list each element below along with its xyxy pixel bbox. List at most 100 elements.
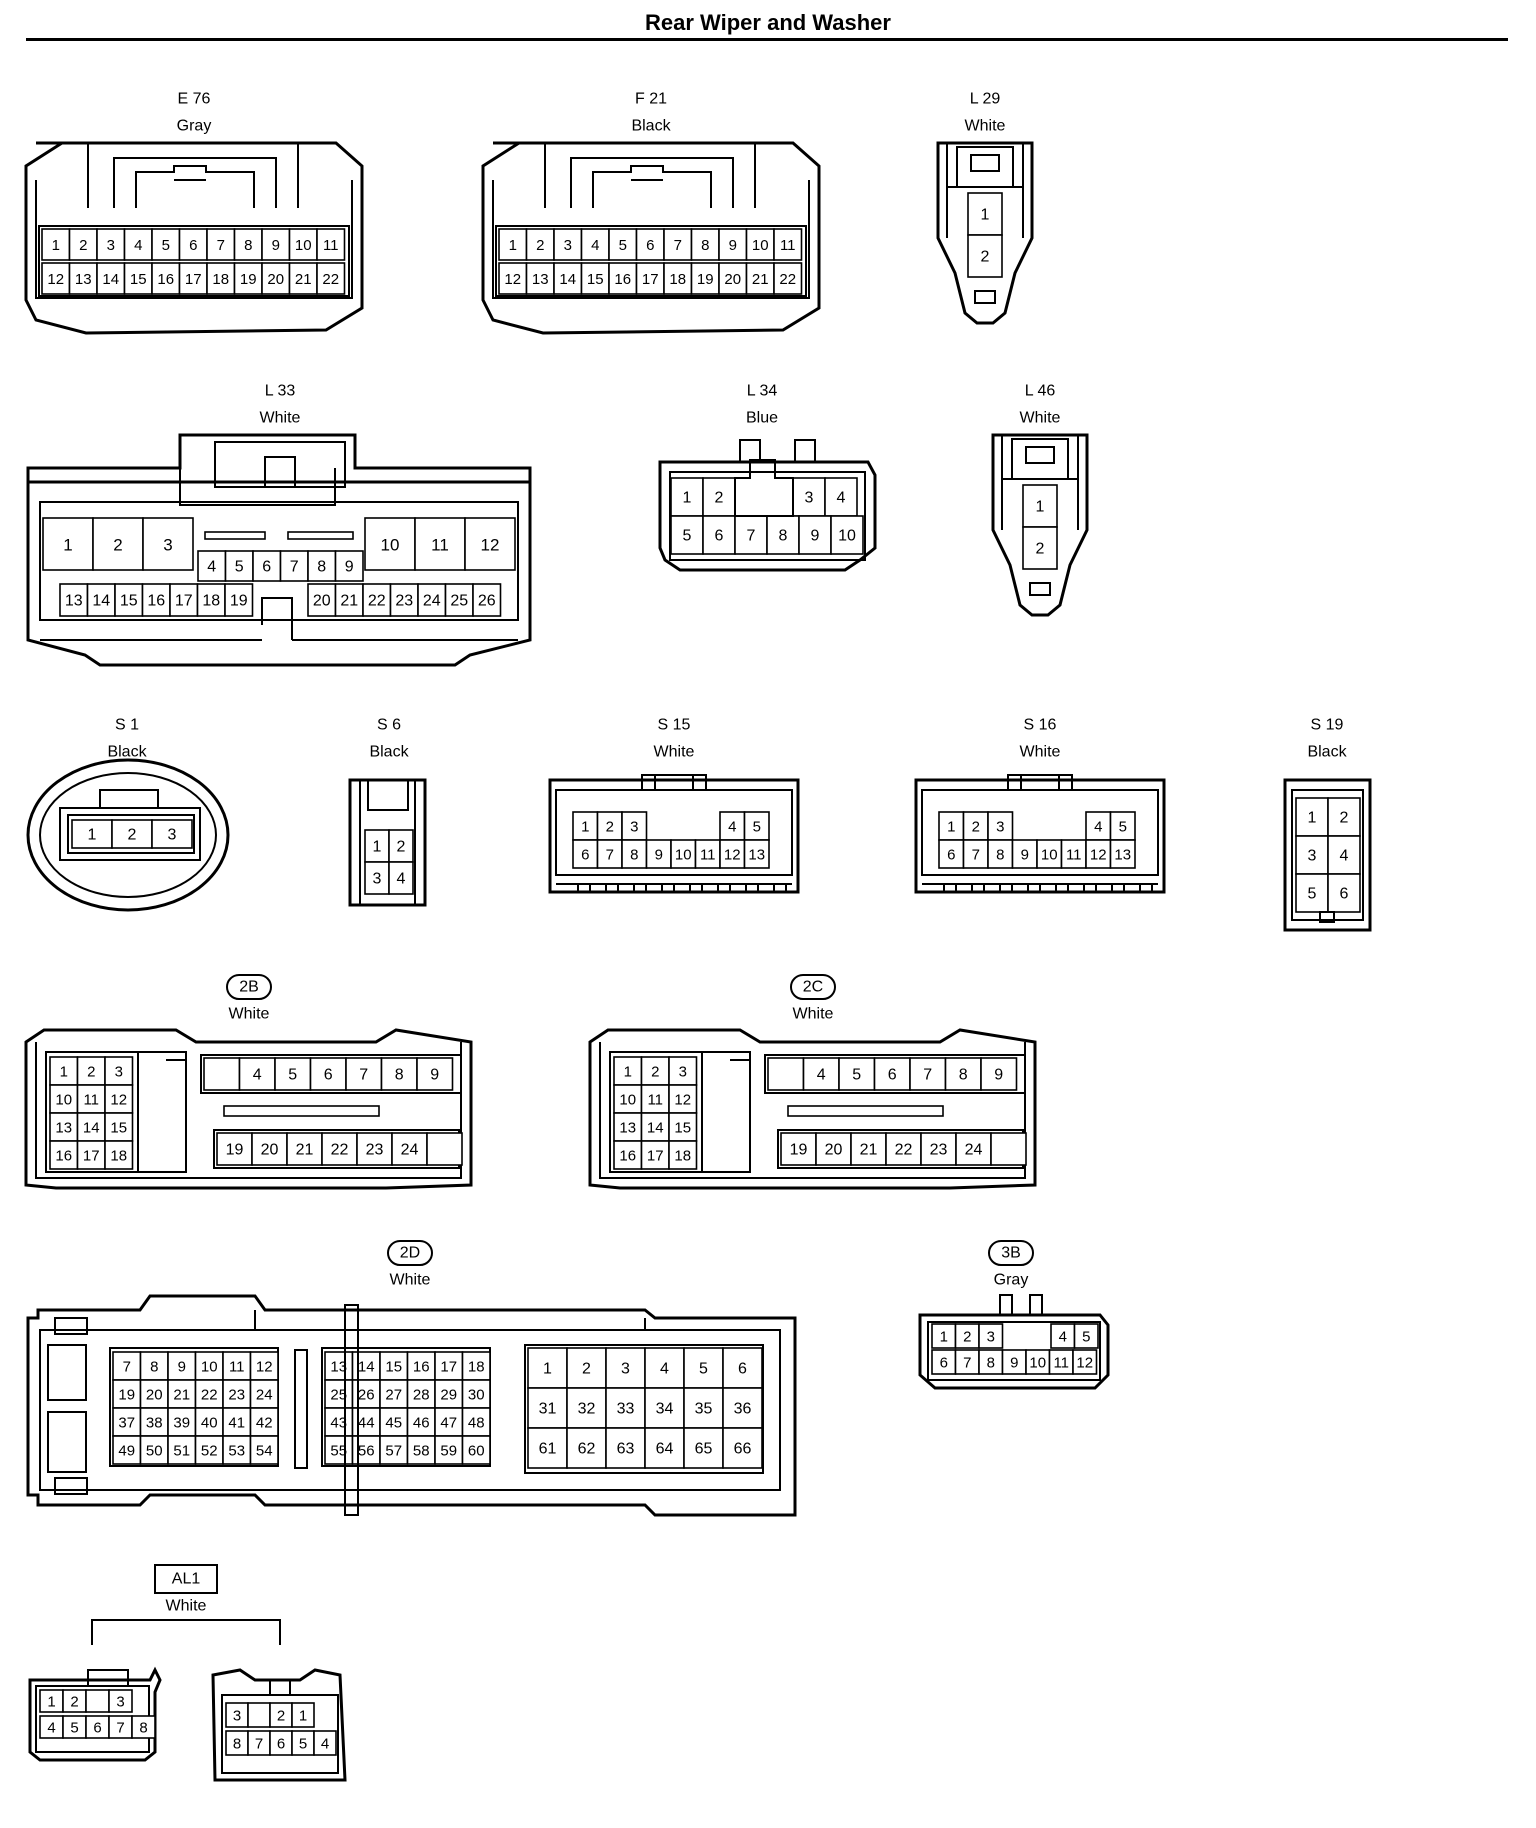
pin-number: 20 (313, 593, 331, 610)
pin-cell (388, 861, 414, 895)
housing-outline (269, 1679, 291, 1695)
pin-number: 10 (1041, 847, 1058, 864)
pin-number: 2 (79, 237, 87, 254)
housing-outline (113, 157, 277, 208)
pin-number: 5 (683, 528, 692, 545)
pin-number: 3 (987, 1329, 995, 1346)
pin-number: 4 (1340, 848, 1349, 865)
connector-color: Black (631, 118, 671, 135)
pin-number: 17 (647, 1148, 664, 1165)
pin-number: 5 (619, 237, 627, 254)
pin-number: 9 (655, 847, 663, 864)
pin-number: 25 (330, 1387, 347, 1404)
pin-cell (104, 1112, 134, 1142)
pin-cell (194, 1351, 224, 1381)
pin-cell (621, 811, 648, 841)
pin-number: 12 (47, 271, 64, 288)
pin-cell (690, 262, 720, 295)
pin-number: 9 (994, 1067, 1003, 1084)
pin-number: 47 (440, 1415, 457, 1432)
pin-number: 1 (88, 827, 97, 844)
divider-slot (223, 1105, 380, 1117)
pin-number: 6 (324, 1067, 333, 1084)
pin-cell (249, 1351, 279, 1381)
pin-cell (464, 517, 516, 571)
housing-outline (588, 1028, 1037, 1190)
housing-outline (481, 141, 821, 335)
slot (47, 1344, 87, 1401)
pin-cell (734, 515, 768, 555)
pin-number: 3 (107, 237, 115, 254)
pin-cell (334, 583, 364, 617)
pin-number: 58 (413, 1443, 430, 1460)
pin-cell (608, 262, 638, 295)
pin-cell (683, 1347, 724, 1389)
pin-number: 10 (619, 1092, 636, 1109)
pin-number: 11 (700, 847, 716, 864)
pin-cell (414, 517, 466, 571)
pin-number: 1 (63, 536, 72, 555)
pin-number: 19 (118, 1387, 135, 1404)
rib (1055, 883, 1069, 893)
pin-cell (743, 839, 770, 869)
pin-number: 2 (972, 819, 980, 836)
pin-cell (104, 1140, 134, 1170)
pin-number: 2 (536, 237, 544, 254)
pin-cell (286, 1132, 323, 1166)
pin-number: 18 (212, 271, 229, 288)
pin-number: 12 (1076, 1355, 1093, 1372)
housing-outline (991, 433, 1089, 617)
pin-number: 15 (587, 271, 604, 288)
pin-number: 12 (256, 1359, 273, 1376)
pin-number: 5 (1119, 819, 1127, 836)
pin-number: 2 (1036, 541, 1045, 558)
pin-cell (1072, 1349, 1098, 1375)
pin-cell (42, 517, 94, 571)
pin-number: 22 (201, 1387, 218, 1404)
pin-number: 5 (1082, 1329, 1090, 1346)
pin-cell (233, 262, 263, 295)
pin-cell (645, 839, 672, 869)
pin-cell (838, 1057, 876, 1091)
pin-number: 43 (330, 1415, 347, 1432)
pin-cell (104, 1084, 134, 1114)
pin-cell (324, 1379, 354, 1409)
pin-number: 9 (272, 237, 280, 254)
pin-number: 56 (358, 1443, 375, 1460)
pin-number: 4 (47, 1720, 55, 1737)
pin-cell (830, 515, 864, 555)
pin-number: 15 (674, 1120, 691, 1137)
pin-cell (389, 583, 419, 617)
pin-number: 2 (70, 1694, 78, 1711)
pin-number: 7 (747, 528, 756, 545)
pin-cell (274, 1057, 312, 1091)
connector-color: White (654, 744, 695, 761)
pin-number: 21 (295, 271, 312, 288)
pin-number: 7 (217, 237, 225, 254)
pin-number: 15 (385, 1359, 402, 1376)
pin-cell (131, 1715, 156, 1739)
pin-number: 11 (780, 237, 796, 254)
rib (971, 883, 985, 893)
pin-cell (613, 1140, 643, 1170)
pin-number: 14 (92, 593, 110, 610)
connector-code: 2D (400, 1245, 420, 1262)
pin-cell (167, 1351, 197, 1381)
pin-number: 8 (233, 1736, 241, 1753)
pin-cell (644, 1427, 685, 1469)
pin-number: 5 (852, 1067, 861, 1084)
pin-cell (1327, 873, 1361, 913)
pin-number: 7 (923, 1067, 932, 1084)
pin-cell (566, 1347, 607, 1389)
pin-cell (527, 1347, 568, 1389)
pin-number: 54 (256, 1443, 273, 1460)
pin-number: 36 (734, 1401, 752, 1418)
housing-outline (936, 141, 1034, 325)
pin-number: 6 (1340, 886, 1349, 903)
pin-number: 1 (509, 237, 517, 254)
pin-number: 30 (468, 1387, 485, 1404)
